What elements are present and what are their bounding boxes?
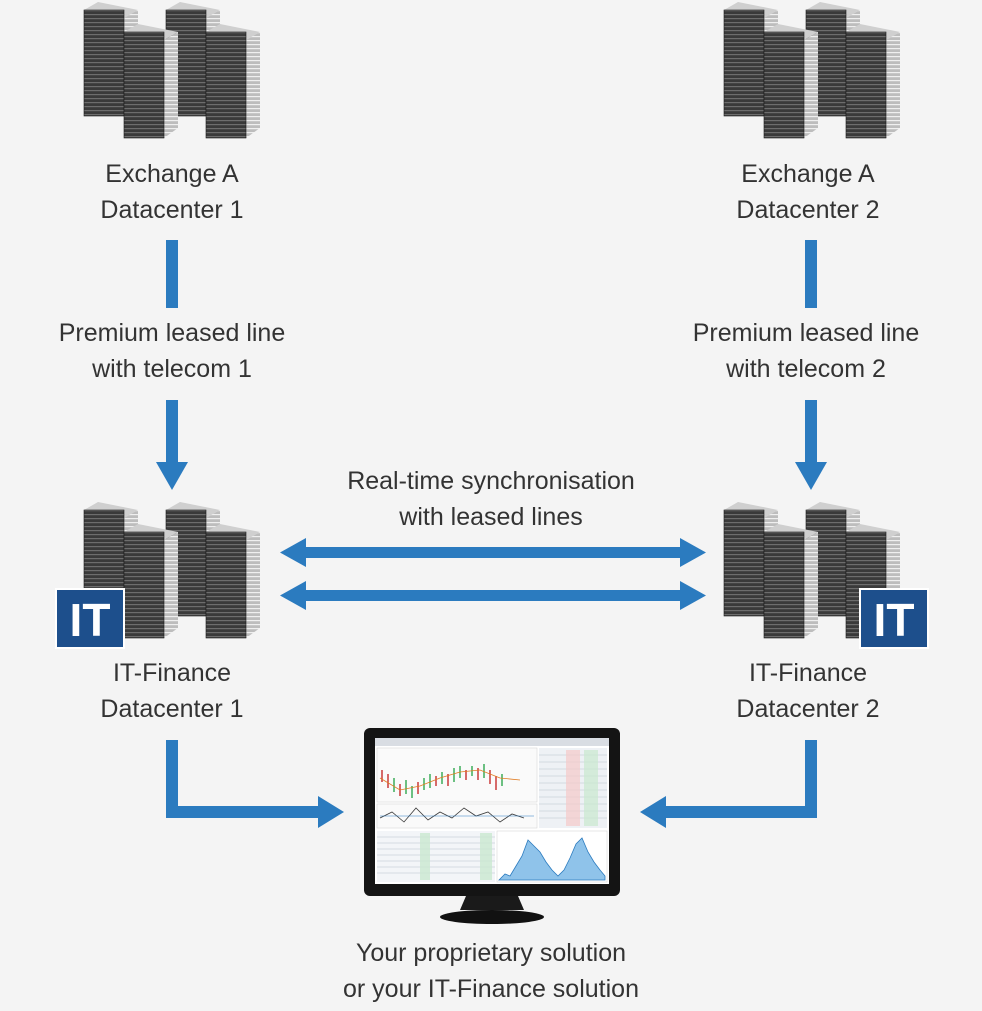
server-rack-cluster-icon bbox=[84, 2, 260, 138]
it-logo-icon: IT bbox=[859, 588, 929, 649]
leased-line-2-line2: with telecom 2 bbox=[726, 355, 886, 383]
svg-text:IT: IT bbox=[70, 594, 111, 646]
client-line1: Your proprietary solution bbox=[355, 939, 627, 967]
svg-text:IT: IT bbox=[874, 594, 915, 646]
dc1-to-client-arrow bbox=[166, 740, 344, 828]
it-finance-dc2-line1: IT-Finance bbox=[748, 659, 868, 687]
client-line2: or your IT-Finance solution bbox=[343, 975, 639, 1003]
leased-line-1-label: Premium leased line with telecom 1 bbox=[22, 315, 322, 387]
client-label: Your proprietary solution or your IT-Fin… bbox=[291, 935, 691, 1007]
sync-arrow-lower bbox=[280, 581, 706, 610]
leased-line-2-upper bbox=[805, 240, 817, 308]
leased-line-1-line1: Premium leased line bbox=[58, 319, 286, 347]
it-finance-dc1-line1: IT-Finance bbox=[112, 659, 232, 687]
leased-line-2-arrow bbox=[795, 400, 827, 490]
exchange-a-dc1-label: Exchange A Datacenter 1 bbox=[52, 156, 292, 228]
it-finance-dc2-line2: Datacenter 2 bbox=[736, 695, 880, 723]
leased-line-1-upper bbox=[166, 240, 178, 308]
leased-line-2-label: Premium leased line with telecom 2 bbox=[656, 315, 956, 387]
it-finance-dc1-line2: Datacenter 1 bbox=[100, 695, 244, 723]
server-rack-cluster-icon bbox=[724, 2, 900, 138]
it-finance-dc1-label: IT-Finance Datacenter 1 bbox=[52, 655, 292, 727]
exchange-a-dc2-line1: Exchange A bbox=[741, 160, 875, 188]
leased-line-1-arrow bbox=[156, 400, 188, 490]
it-logo-icon: IT bbox=[55, 588, 125, 649]
exchange-a-dc2-line2: Datacenter 2 bbox=[736, 196, 880, 224]
exchange-a-dc1-line2: Datacenter 1 bbox=[100, 196, 244, 224]
sync-arrow-upper bbox=[280, 538, 706, 567]
leased-line-1-line2: with telecom 1 bbox=[92, 355, 252, 383]
trading-monitor-icon bbox=[364, 728, 620, 924]
exchange-a-dc1-line1: Exchange A bbox=[105, 160, 239, 188]
leased-line-2-line1: Premium leased line bbox=[692, 319, 920, 347]
it-finance-dc2-label: IT-Finance Datacenter 2 bbox=[688, 655, 928, 727]
exchange-a-dc2-label: Exchange A Datacenter 2 bbox=[688, 156, 928, 228]
sync-label: Real-time synchronisation with leased li… bbox=[300, 463, 682, 535]
sync-line2: with leased lines bbox=[399, 503, 583, 531]
sync-line1: Real-time synchronisation bbox=[347, 467, 635, 495]
dc2-to-client-arrow bbox=[640, 740, 817, 828]
